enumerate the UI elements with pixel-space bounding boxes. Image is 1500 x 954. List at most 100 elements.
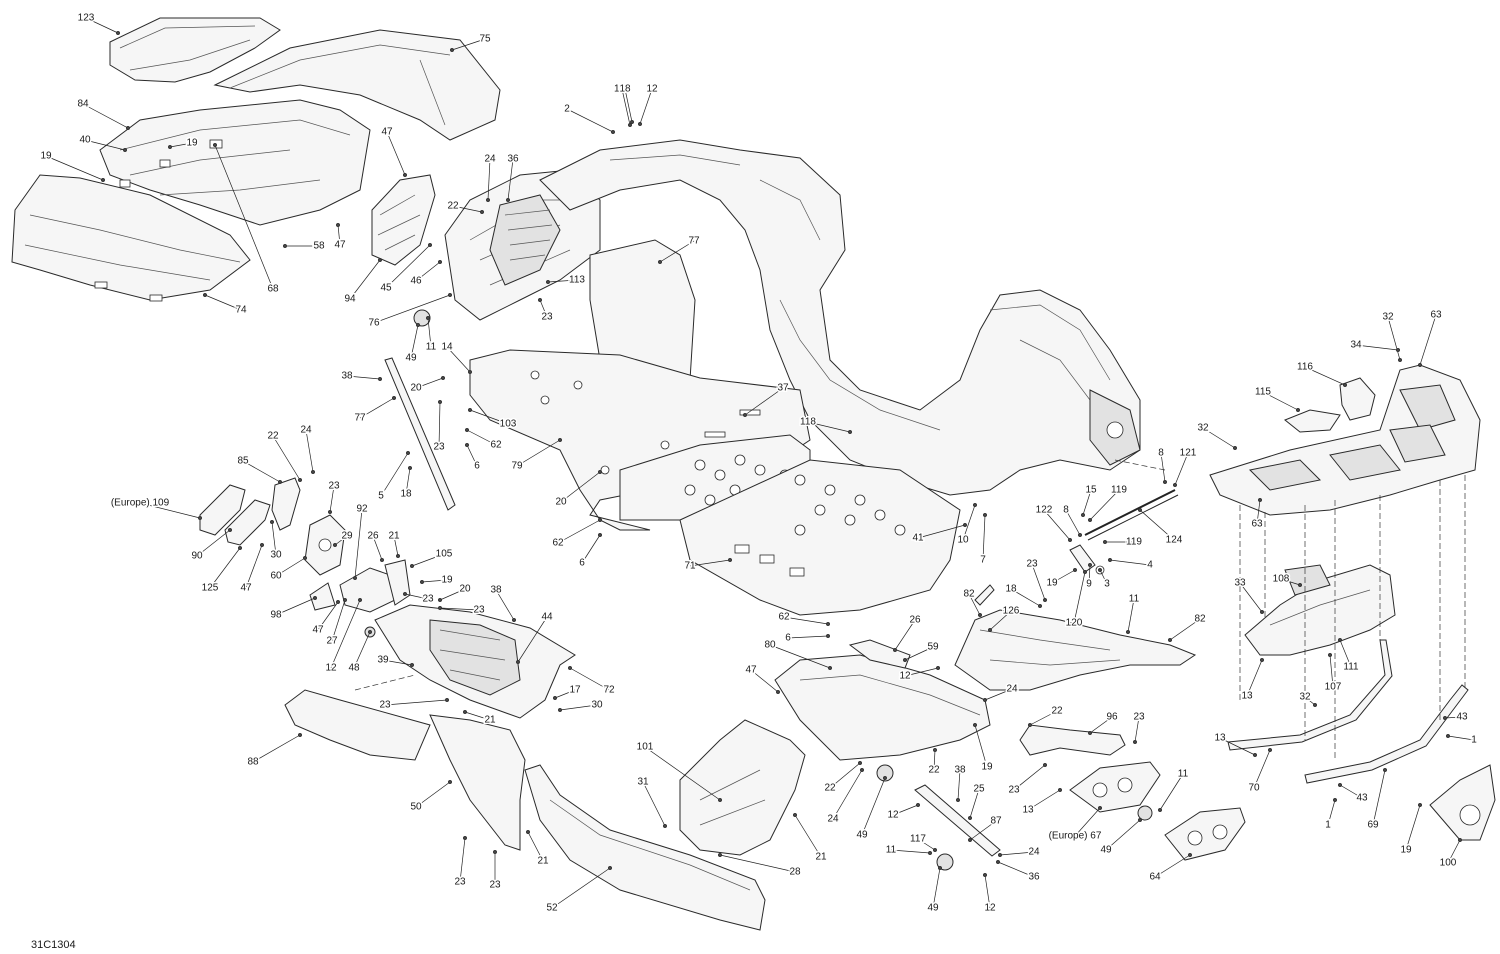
callout: 62 (551, 517, 603, 550)
callout: 125 (200, 545, 243, 595)
callout-label: 40 (79, 135, 91, 146)
callout-label: 122 (1036, 505, 1053, 516)
callout: 2 (563, 102, 616, 135)
callout: 79 (510, 437, 563, 473)
callout-target-point (437, 597, 443, 603)
callout-target-point (449, 47, 455, 53)
callout: 40 (78, 133, 128, 153)
callout-label: 6 (474, 461, 480, 472)
callout-label: 19 (40, 151, 52, 162)
callout-label: 115 (1255, 387, 1271, 398)
callout: (Europe) 109 (109, 496, 203, 521)
callout: 34 (1349, 338, 1401, 353)
callout-leader-line (566, 108, 614, 133)
callout-target-point (357, 597, 363, 603)
callout-target-point (437, 605, 443, 611)
callout: 58 (282, 239, 326, 253)
callout-target-point (982, 872, 988, 878)
callout-leader-line (1027, 789, 1061, 811)
callout-target-point (717, 797, 723, 803)
callout-target-point (1457, 837, 1463, 843)
callout-label: 21 (537, 856, 549, 867)
callout: 96 (1087, 710, 1119, 736)
callout-label: 11 (1178, 769, 1189, 780)
callout-target-point (1397, 357, 1403, 363)
callout: 47 (333, 222, 347, 252)
callout: 101 (635, 740, 723, 803)
callout-leader-line (209, 547, 241, 589)
callout: 37 (742, 381, 790, 418)
callout-label: 30 (270, 550, 282, 561)
callout-label: 62 (490, 440, 502, 451)
callout-label: 24 (827, 814, 839, 825)
callout-target-point (1072, 567, 1078, 573)
callout-label: 4 (1147, 560, 1153, 571)
callout: 32 (1196, 421, 1238, 451)
callout: 123 (76, 11, 121, 36)
alignment-lines (354, 459, 1466, 760)
callout-leader-line (438, 401, 441, 448)
right-footwell-panel (954, 609, 1197, 691)
callout-target-point (932, 847, 938, 853)
callout-leader-line (989, 610, 1012, 631)
callout: 23 (437, 603, 486, 617)
callout: 17 (552, 683, 582, 701)
callout-target-point (402, 591, 408, 597)
callout-target-point (987, 627, 993, 633)
callout-label: 63 (1251, 519, 1263, 530)
callout-target-point (1327, 652, 1333, 658)
callout-leader-line (384, 699, 448, 706)
callout-target-point (1395, 347, 1401, 353)
callout-leader-line (689, 559, 731, 567)
callout-target-point (405, 450, 411, 456)
callout: 48 (347, 629, 373, 675)
callout: 84 (76, 97, 131, 131)
callout: 116 (1296, 360, 1348, 388)
callout: 24 (982, 682, 1019, 703)
callout: 119 (1087, 483, 1129, 523)
callout-leader-line (305, 429, 314, 473)
callout-target-point (825, 633, 831, 639)
callout-label: 101 (637, 742, 654, 753)
callout-label: 119 (1126, 537, 1142, 548)
callout-target-point (982, 512, 988, 518)
callout-target-point (792, 812, 798, 818)
callout-leader-line (807, 421, 851, 433)
callout: 24 (483, 152, 497, 203)
callout-leader-line (415, 377, 444, 389)
callout-target-point (367, 629, 373, 635)
callout: 82 (962, 587, 983, 618)
left-handguard-parts (199, 477, 301, 546)
callout-target-point (629, 119, 635, 125)
callout-leader-line (427, 317, 432, 348)
callout-target-point (1080, 512, 1086, 518)
callout-label: 52 (546, 903, 558, 914)
callout-label: 23 (1008, 785, 1020, 796)
callout-target-point (977, 612, 983, 618)
callout-label: 32 (1299, 692, 1311, 703)
callout-target-point (310, 469, 316, 475)
callout-target-point (775, 689, 781, 695)
callout-leader-line (1355, 344, 1399, 351)
callout-label: 32 (1382, 312, 1394, 323)
callout-label: 111 (1343, 662, 1359, 673)
callout-label: 47 (312, 625, 324, 636)
left-side-storage-panel (374, 604, 576, 719)
callout: 74 (202, 292, 248, 317)
callout: 39 (376, 653, 415, 667)
callout-leader-line (1419, 314, 1437, 366)
callout: 49 (926, 865, 943, 915)
callout-label: 90 (191, 551, 203, 562)
callout: 13 (1021, 787, 1063, 817)
callout-leader-line (783, 616, 829, 625)
callout-target-point (1162, 479, 1168, 485)
rear-frame-rails (1227, 639, 1469, 784)
callout-target-point (335, 222, 341, 228)
callout-leader-line (1105, 819, 1141, 851)
support-bracket (1019, 724, 1126, 756)
callout-label: 26 (367, 531, 379, 542)
callout: 44 (515, 610, 554, 665)
callout-label: 27 (326, 636, 338, 647)
callout: 32 (1298, 690, 1318, 708)
callout: 36 (995, 859, 1041, 884)
